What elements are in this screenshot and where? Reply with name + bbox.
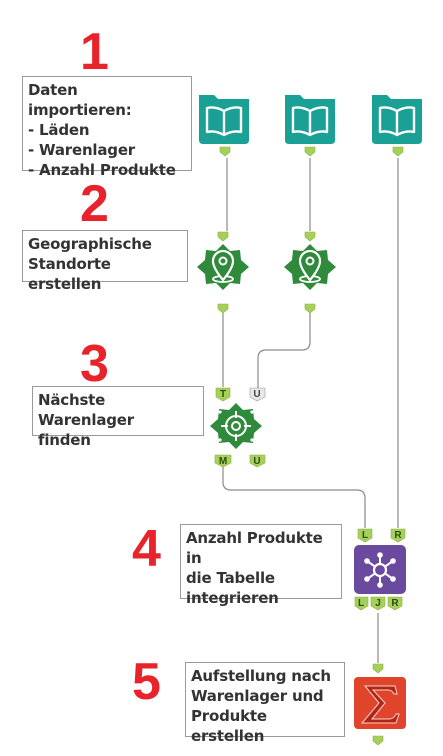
comment-box-create-points[interactable]: Geographische Standorte erstellen <box>22 230 188 293</box>
input-data-tool-3[interactable] <box>372 95 422 144</box>
crosshair-icon <box>218 410 254 442</box>
step-number-3: 3 <box>80 335 109 393</box>
create-points-tool-1[interactable] <box>197 244 249 290</box>
step-number-4: 4 <box>132 520 161 578</box>
anchor-label: L <box>358 598 364 609</box>
anchor-label: R <box>391 598 399 609</box>
output-anchor <box>304 146 316 157</box>
input-anchor <box>217 231 229 242</box>
anchor-label: U <box>253 456 260 467</box>
step-number-2: 2 <box>80 175 109 233</box>
book-icon <box>205 106 243 137</box>
anchor-label: M <box>219 456 227 467</box>
book-icon <box>291 106 329 137</box>
sigma-icon <box>360 685 400 724</box>
book-icon <box>378 106 416 137</box>
join-input-right-anchor[interactable]: R <box>390 528 406 543</box>
comment-box-import[interactable]: Daten importieren: - Läden - Warenlager … <box>22 76 192 179</box>
join-output-join-anchor[interactable]: J <box>370 596 386 611</box>
anchor-label: L <box>362 530 368 541</box>
anchor-label: T <box>220 389 226 400</box>
find-nearest-input-universe-anchor[interactable]: U <box>249 387 266 402</box>
join-tool[interactable] <box>354 545 406 594</box>
location-pin-icon <box>298 249 322 283</box>
input-anchor <box>304 231 316 242</box>
connection-find-match-to-join-left <box>222 467 366 528</box>
comment-box-find-nearest[interactable]: Nächste Warenlager finden <box>32 386 204 449</box>
find-nearest-tool[interactable] <box>210 403 262 449</box>
join-input-left-anchor[interactable]: L <box>357 528 373 543</box>
step-number-1: 1 <box>80 23 109 81</box>
input-data-tool-1[interactable] <box>199 95 249 144</box>
comment-box-summarize[interactable]: Aufstellung nach Warenlager und Produkte… <box>185 662 345 745</box>
output-anchor <box>304 303 316 314</box>
find-nearest-output-unmatched-anchor[interactable]: U <box>249 454 266 468</box>
find-nearest-input-target-anchor[interactable]: T <box>215 387 231 402</box>
output-anchor <box>219 146 231 157</box>
join-output-left-anchor[interactable]: L <box>354 596 369 611</box>
join-output-right-anchor[interactable]: R <box>387 596 403 611</box>
output-anchor <box>217 303 229 314</box>
create-points-tool-2[interactable] <box>284 244 336 290</box>
network-icon <box>364 552 396 588</box>
anchor-label: J <box>375 598 381 609</box>
anchor-label: U <box>253 389 260 400</box>
find-nearest-output-match-anchor[interactable]: M <box>214 454 232 468</box>
step-number-5: 5 <box>132 653 161 711</box>
input-data-tool-2[interactable] <box>285 95 335 144</box>
location-pin-icon <box>211 249 235 283</box>
output-anchor <box>372 735 384 746</box>
anchor-label: R <box>394 530 402 541</box>
comment-box-join[interactable]: Anzahl Produkte in die Tabelle integrier… <box>180 524 342 607</box>
summarize-tool[interactable] <box>354 677 406 729</box>
connection-points2-to-find-universe <box>257 313 311 388</box>
output-anchor <box>392 146 404 157</box>
input-anchor <box>372 663 384 674</box>
